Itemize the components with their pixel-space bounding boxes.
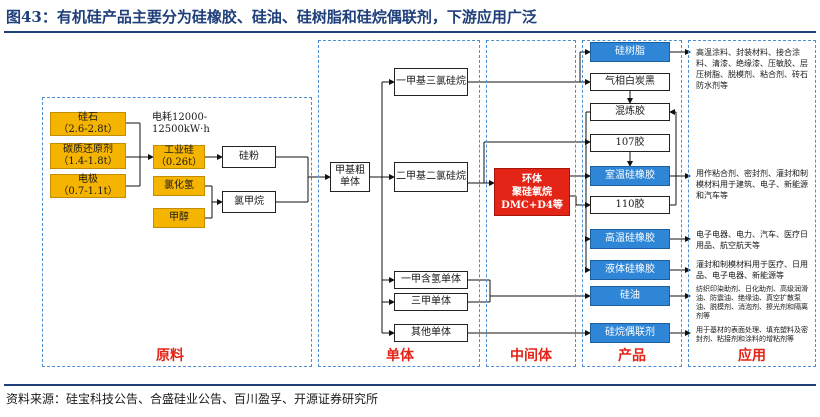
page-title: 图43：有机硅产品主要分为硅橡胶、硅油、硅树脂和硅烷偶联剂，下游应用广泛 xyxy=(6,8,537,26)
htv-silicone-rubber-box: 高温硅橡胶 xyxy=(590,229,670,249)
intermediate-line-3: DMC+D4等 xyxy=(501,199,563,211)
application-rtv: 用作粘合剂、密封剂、灌封和制模材料用于建筑、电子、新能源和汽车等 xyxy=(694,166,812,202)
compound-rubber-box: 混炼胶 xyxy=(590,103,670,121)
methyltrichlorosilane-box: 一甲基三氯硅烷 xyxy=(394,68,468,96)
silicone-resin-box: 硅树脂 xyxy=(590,42,670,62)
raw-materials-section xyxy=(42,97,312,367)
cyclosiloxane-intermediate-box: 环体 聚硅氧烷 DMC+D4等 xyxy=(494,168,570,216)
electrode-amount: （0.7-1.1t） xyxy=(58,186,118,197)
hydrogen-chloride-box: 氯化氢 xyxy=(153,176,205,196)
application-oil: 纺织印染助剂、日化助剂、高级润滑油、防震油、绝缘油、真空扩散泵油、脱模剂、消泡剂… xyxy=(694,285,812,320)
crude-monomer-box: 甲基粗单体 xyxy=(330,162,370,192)
application-resin: 高温涂料、封装材料、接合涂料、清漆、绝缘漆、压敏胶、层压树脂、脱模剂、粘合剂、砖… xyxy=(694,44,812,94)
other-monomer-box: 其他单体 xyxy=(394,324,468,342)
electrode-name: 电极 xyxy=(78,174,98,185)
methanol-box: 甲醇 xyxy=(153,208,205,228)
source-note: 资料来源：硅宝科技公告、合盛硅业公告、百川盈孚、开源证券研究所 xyxy=(6,392,379,406)
rtv-silicone-rubber-box: 室温硅橡胶 xyxy=(590,166,670,186)
chloromethane-box: 氯甲烷 xyxy=(222,191,276,213)
dimethyldichlorosilane-box: 二甲基二氯硅烷 xyxy=(394,162,468,192)
application-coupling: 用于基材的表面处理、填充塑料及密封剂、粘接剂和涂料的增粘剂等 xyxy=(694,324,812,346)
carbon-reducer-name: 碳质还原剂 xyxy=(63,144,113,155)
monomer-section xyxy=(318,40,480,367)
industrial-silicon-box: 工业硅 （0.26t） xyxy=(153,145,205,169)
silicone-oil-box: 硅油 xyxy=(590,286,670,306)
title-divider xyxy=(4,31,816,33)
industrial-silicon-name: 工业硅 xyxy=(164,145,194,156)
fumed-silica-box: 气相白炭黑 xyxy=(590,73,670,91)
silicon-powder-box: 硅粉 xyxy=(222,146,276,168)
electrode-box: 电极 （0.7-1.1t） xyxy=(50,174,126,198)
intermediate-line-2: 聚硅氧烷 xyxy=(512,186,552,198)
hydrogen-monomer-box: 一甲含氢单体 xyxy=(394,271,468,289)
footer-divider xyxy=(4,384,816,386)
silica-box: 硅石 （2.6-2.8t） xyxy=(50,112,126,136)
section-label-product: 产品 xyxy=(618,348,646,364)
glue-107-box: 107胶 xyxy=(590,134,670,152)
trimethyl-monomer-box: 三甲单体 xyxy=(394,293,468,311)
intermediate-section xyxy=(486,40,576,367)
application-section xyxy=(688,40,816,367)
section-label-application: 应用 xyxy=(738,348,766,364)
section-label-intermediate: 中间体 xyxy=(510,348,552,364)
silane-coupling-agent-box: 硅烷偶联剂 xyxy=(590,323,670,343)
carbon-reducer-amount: （1.4-1.8t） xyxy=(58,156,118,167)
section-label-monomer: 单体 xyxy=(386,348,414,364)
silica-amount: （2.6-2.8t） xyxy=(58,124,118,135)
carbon-reducer-box: 碳质还原剂 （1.4-1.8t） xyxy=(50,143,126,169)
liquid-silicone-rubber-box: 液体硅橡胶 xyxy=(590,260,670,280)
application-htv: 电子电器、电力、汽车、医疗日用品、航空航天等 xyxy=(694,228,812,252)
product-section xyxy=(582,40,682,367)
application-lsr: 灌封和制模材料用于医疗、日用品、电子电器、新能源等 xyxy=(694,258,812,282)
industrial-silicon-amount: （0.26t） xyxy=(155,157,203,168)
section-label-raw: 原料 xyxy=(156,348,184,364)
intermediate-line-1: 环体 xyxy=(522,173,542,185)
silica-name: 硅石 xyxy=(78,112,98,123)
glue-110-box: 110胶 xyxy=(590,196,670,214)
power-consumption-note: 电耗12000-12500kW·h xyxy=(152,112,210,135)
